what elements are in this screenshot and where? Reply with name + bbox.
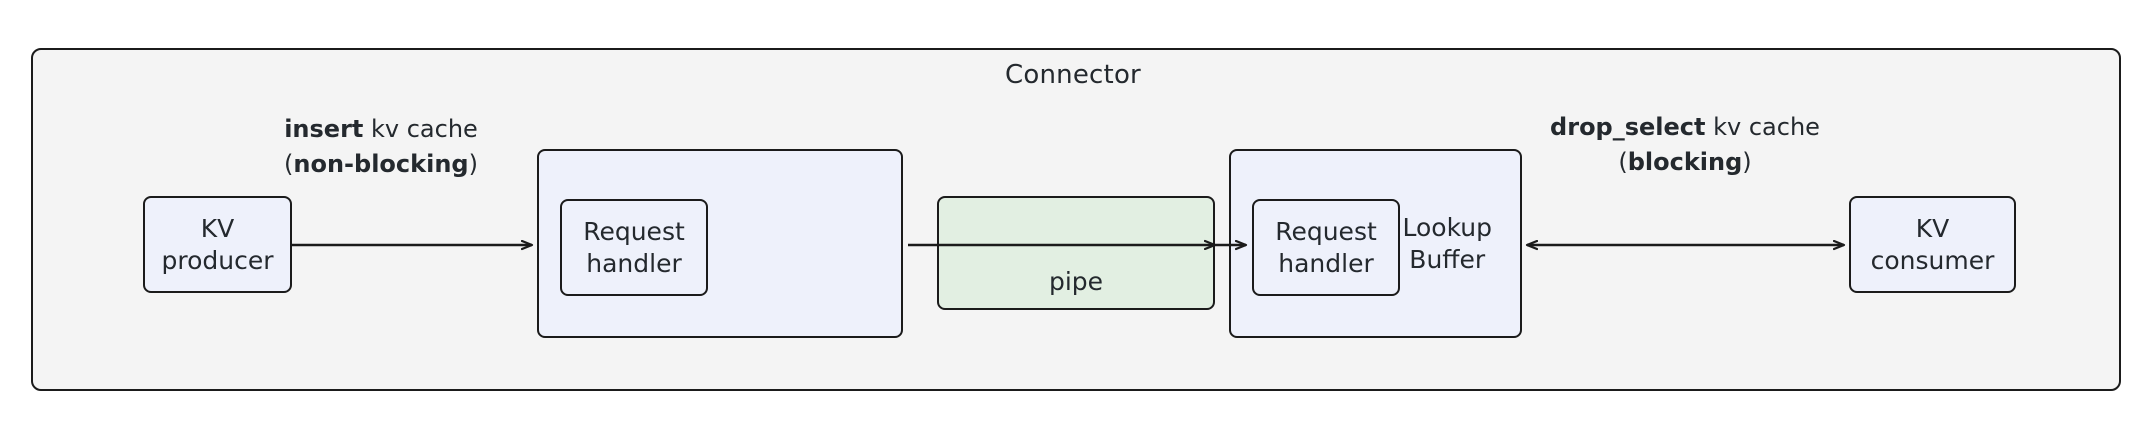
node-request-handler-left[interactable]: Request handler [560,199,708,296]
lookup-buffer-right-line2: Buffer [1409,244,1486,274]
edge-label-insert-line2: (non-blocking) [226,147,536,182]
edge-label-drop-select-mode: blocking [1627,147,1743,176]
node-kv-consumer[interactable]: KV consumer [1849,196,2016,293]
pipe-label: pipe [1048,267,1104,296]
request-handler-right-line2: handler [1278,248,1374,278]
node-kv-producer[interactable]: KV producer [143,196,292,293]
edge-label-insert-mode: non-blocking [293,149,469,178]
lookup-buffer-right-line1: Lookup [1402,212,1492,242]
edge-label-insert-rest: kv cache [363,115,478,143]
edge-label-drop-select-rest: kv cache [1705,113,1820,141]
edge-label-drop-select-line2: (blocking) [1525,145,1845,180]
edge-label-insert: insert kv cache (non-blocking) [226,112,536,182]
request-handler-left-line2: handler [586,248,682,278]
request-handler-right-line1: Request [1275,216,1377,246]
kv-producer-line2: producer [161,245,274,275]
edge-label-insert-close: ) [468,149,478,178]
edge-label-drop-select-close: ) [1742,147,1752,176]
connector-title: Connector [1005,60,1141,90]
lookup-buffer-right-label: Lookup Buffer [1402,212,1492,276]
node-pipe[interactable]: pipe [937,196,1215,310]
kv-producer-line1: KV [200,213,235,243]
node-lookup-buffer-left[interactable]: Lookup Buffer Request handler [537,149,903,338]
node-lookup-buffer-right[interactable]: Request handler Lookup Buffer [1229,149,1522,338]
request-handler-left-line1: Request [583,216,685,246]
edge-label-insert-line1: insert kv cache [226,112,536,147]
edge-label-drop-select: drop_select kv cache (blocking) [1525,110,1845,180]
edge-label-insert-strong: insert [284,115,364,143]
edge-label-drop-select-open: ( [1618,147,1628,176]
edge-label-drop-select-line1: drop_select kv cache [1525,110,1845,145]
edge-label-drop-select-strong: drop_select [1550,113,1706,141]
kv-consumer-line2: consumer [1870,245,1995,275]
node-request-handler-right[interactable]: Request handler [1252,199,1400,296]
kv-consumer-line1: KV [1915,213,1950,243]
edge-label-insert-open: ( [284,149,294,178]
